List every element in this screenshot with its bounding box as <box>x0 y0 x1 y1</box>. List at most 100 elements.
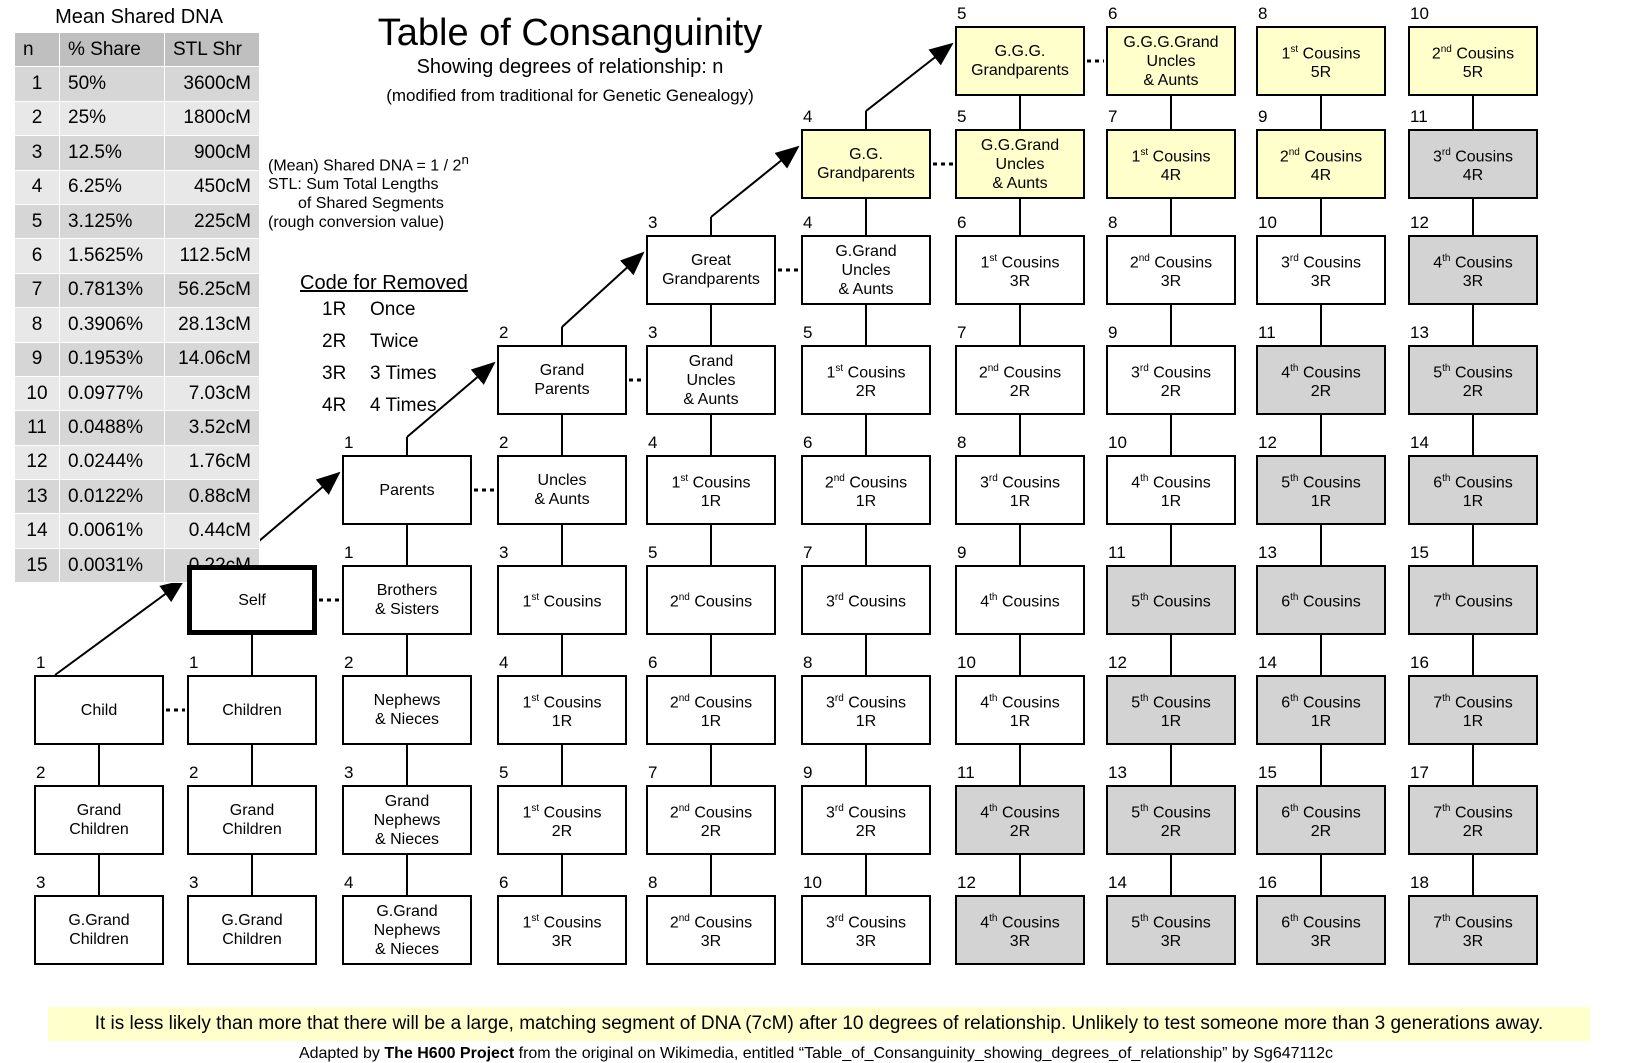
cousin-rest: Cousins 1R <box>694 694 753 731</box>
relationship-box: 1st Cousins 5R <box>1256 26 1386 96</box>
relationship-label: 1st Cousins 2R <box>827 359 906 401</box>
degree-number: 9 <box>1108 323 1118 342</box>
relationship-label: 2nd Cousins 4R <box>1280 143 1362 185</box>
degree-number: 12 <box>1108 653 1127 672</box>
relationship-box: G.Grand Children <box>34 895 164 965</box>
degree-number: 10 <box>957 653 976 672</box>
relationship-label: 2nd Cousins <box>670 588 752 611</box>
ordinal-suffix: nd <box>678 692 690 704</box>
relationship-label: 5th Cousins <box>1131 588 1211 611</box>
degree-number: 13 <box>1108 763 1127 782</box>
relationship-label: 2nd Cousins 5R <box>1432 40 1514 82</box>
header-n: n <box>14 31 60 68</box>
degree-number: 1 <box>36 653 46 672</box>
degree-number: 2 <box>344 653 354 672</box>
cousin-rest: Cousins 2R <box>1003 364 1062 401</box>
relationship-box: 4th Cousins 3R <box>1408 235 1538 305</box>
cousin-rest: Cousins 3R <box>1001 914 1060 951</box>
cousin-ordinal: 5 <box>1281 474 1291 492</box>
ordinal-suffix: rd <box>834 802 844 814</box>
degree-number: 10 <box>1258 213 1277 232</box>
degree-number: 16 <box>1258 873 1277 892</box>
relationship-label: 6th Cousins 3R <box>1281 909 1361 951</box>
relationship-box: Child <box>34 675 164 745</box>
formula-line-2: STL: Sum Total Lengths <box>268 176 439 194</box>
cousin-ordinal: 6 <box>1281 593 1291 611</box>
relationship-box: 2nd Cousins 2R <box>955 345 1085 415</box>
row-share: 6.25% <box>59 169 165 205</box>
ordinal-suffix: nd <box>678 592 690 604</box>
degree-number: 2 <box>499 433 509 452</box>
degree-number: 7 <box>957 323 967 342</box>
cousin-ordinal: 1 <box>522 593 532 611</box>
cousin-ordinal: 5 <box>1131 804 1141 822</box>
relationship-label: 2nd Cousins 3R <box>670 909 752 951</box>
relationship-label: Child <box>80 701 118 719</box>
cousin-rest: Cousins 3R <box>1303 254 1362 291</box>
row-n: 15 <box>14 547 60 584</box>
cousin-ordinal: 2 <box>669 914 679 932</box>
ordinal-suffix: th <box>1290 592 1299 604</box>
degree-number: 10 <box>803 873 822 892</box>
row-share: 0.0031% <box>59 547 165 584</box>
degree-number: 15 <box>1258 763 1277 782</box>
degree-number: 6 <box>499 873 509 892</box>
relationship-box: G.G.G.Grand Uncles & Aunts <box>1106 26 1236 96</box>
cousin-rest: Cousins 1R <box>1454 694 1513 731</box>
ordinal-suffix: th <box>989 592 998 604</box>
relationship-box: Grand Children <box>34 785 164 855</box>
ordinal-suffix: st <box>531 592 540 604</box>
ordinal-suffix: th <box>1140 592 1149 604</box>
cousin-ordinal: 3 <box>825 804 835 822</box>
relationship-label: 3rd Cousins 2R <box>1131 359 1211 401</box>
dna-table-heading: Mean Shared DNA <box>55 6 223 28</box>
removed-meaning: Once <box>370 299 416 320</box>
degree-number: 9 <box>1258 107 1268 126</box>
cousin-rest: Cousins 3R <box>1001 254 1060 291</box>
row-stl: 1800cM <box>164 100 260 137</box>
relationship-box: G.G. Grandparents <box>801 129 931 199</box>
relationship-label: G.G. Grandparents <box>817 146 915 182</box>
degree-number: 3 <box>499 543 509 562</box>
row-share: 0.0488% <box>59 410 165 446</box>
relationship-box: 6th Cousins 1R <box>1256 675 1386 745</box>
relationship-box: 2nd Cousins 3R <box>1106 235 1236 305</box>
ordinal-suffix: th <box>989 912 998 924</box>
relationship-box: 7th Cousins 1R <box>1408 675 1538 745</box>
credit-project: The H600 Project <box>384 1045 515 1062</box>
row-n: 9 <box>14 341 60 377</box>
cousin-ordinal: 2 <box>669 593 679 611</box>
degree-number: 2 <box>36 763 46 782</box>
relationship-box: 3rd Cousins <box>801 565 931 635</box>
relationship-box: 7th Cousins 3R <box>1408 895 1538 965</box>
relationship-box: 5th Cousins 2R <box>1408 345 1538 415</box>
relationship-label: Grand Children <box>69 802 129 838</box>
row-stl: 14.06cM <box>164 341 260 377</box>
relationship-box: 1st Cousins 1R <box>646 455 776 525</box>
cousin-ordinal: 5 <box>1131 914 1141 932</box>
relationship-box: 1st Cousins 3R <box>497 895 627 965</box>
degree-number: 10 <box>1410 4 1429 23</box>
relationship-label: 7th Cousins 2R <box>1433 799 1513 841</box>
ordinal-suffix: rd <box>1289 252 1299 264</box>
row-share: 0.3906% <box>59 307 165 343</box>
ancestry-arrow <box>406 361 496 438</box>
relationship-box: 1st Cousins 2R <box>497 785 627 855</box>
relationship-box: 1st Cousins 2R <box>801 345 931 415</box>
cousin-ordinal: 5 <box>1131 593 1141 611</box>
cousin-rest: Cousins 3R <box>848 914 907 951</box>
cousin-ordinal: 4 <box>1433 254 1443 272</box>
cousin-ordinal: 5 <box>1433 364 1443 382</box>
cousin-ordinal: 7 <box>1433 694 1443 712</box>
cousin-ordinal: 6 <box>1281 914 1291 932</box>
cousin-ordinal: 2 <box>1431 45 1441 63</box>
relationship-label: Brothers & Sisters <box>374 582 439 618</box>
